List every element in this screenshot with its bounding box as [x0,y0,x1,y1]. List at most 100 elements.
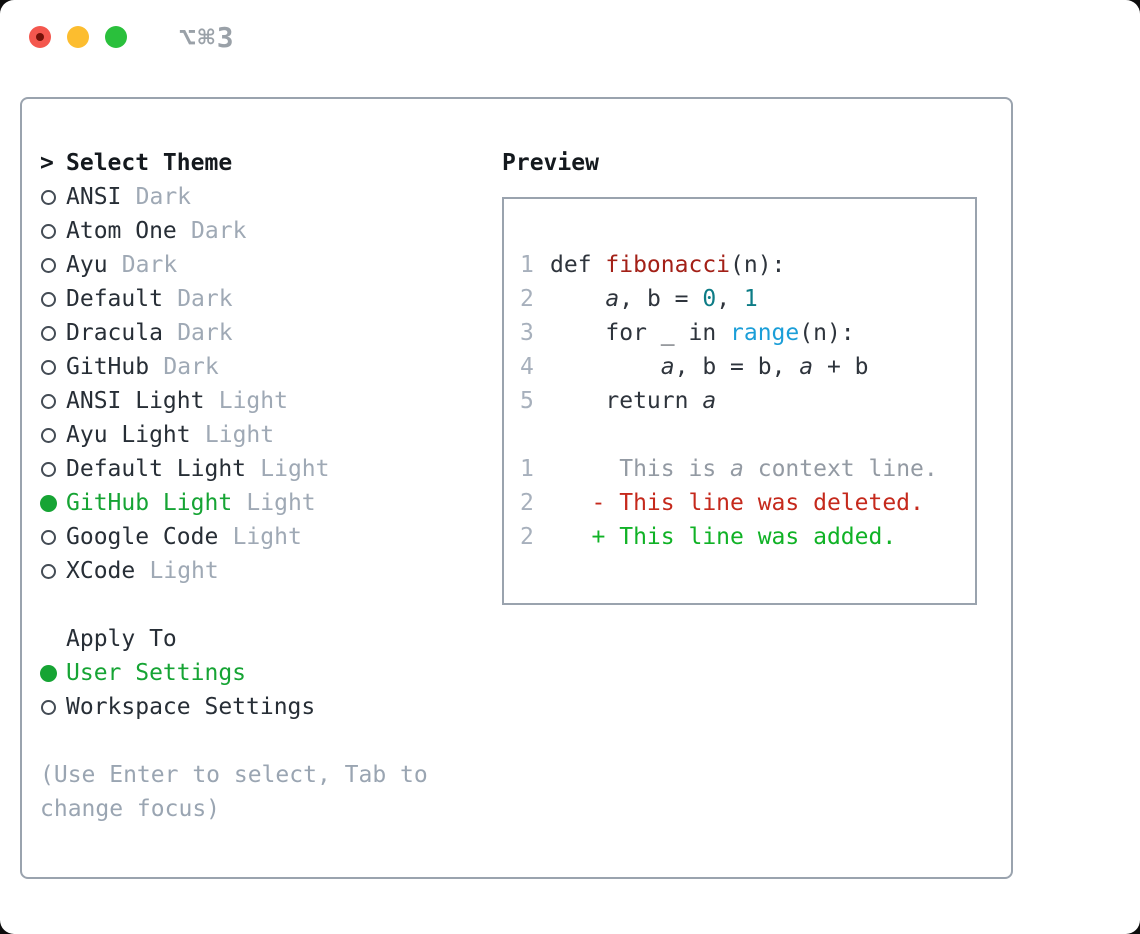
radio-icon [40,291,66,307]
code-segment: return [550,388,703,414]
theme-option[interactable]: Dracula Dark [40,316,502,350]
radio-icon [40,529,66,545]
theme-variant-label: Dark [191,218,247,244]
code-segment: for _ in [550,320,731,346]
theme-option[interactable]: Ayu Light Light [40,418,502,452]
code-segment: a [799,354,814,380]
radio-icon [40,699,66,715]
option-label: User Settings [66,660,247,686]
apply-target-option[interactable]: Workspace Settings [40,690,502,724]
line-number: 4 [520,354,534,380]
prompt-icon: > [40,150,54,176]
option-label: ANSI Light [66,388,205,414]
preview-line: 2 a, b = 0, 1 [520,282,975,316]
line-number: 2 [520,490,534,516]
line-number: 5 [520,388,534,414]
preview-line: 2 + This line was added. [520,520,975,554]
zoom-button[interactable] [105,26,127,48]
radio-icon [40,189,66,205]
option-label: Ayu Light [66,422,191,448]
code-segment: This is [550,456,731,482]
select-theme-heading-row: > Select Theme [40,146,502,180]
code-segment: (n): [799,320,855,346]
code-segment: def [550,252,606,278]
preview-line: 1 This is a context line. [520,452,975,486]
option-label: ANSI [66,184,122,210]
preview-line: 1 def fibonacci(n): [520,248,975,282]
select-theme-heading: Select Theme [66,150,233,176]
option-label: Default Light [66,456,247,482]
code-segment: , b = [619,286,703,312]
theme-variant-label: Dark [135,184,192,210]
selected-radio-icon [40,664,66,682]
radio-icon [40,427,66,443]
code-segment [550,286,605,312]
option-label: GitHub [66,354,150,380]
code-segment: (n): [730,252,786,278]
preview-heading-row: Preview [502,146,1011,180]
code-segment: - This line was deleted. [550,490,924,516]
minimize-button[interactable] [67,26,89,48]
line-number: 2 [520,286,534,312]
apply-target-option[interactable]: User Settings [40,656,502,690]
radio-icon [40,359,66,375]
option-label: Atom One [66,218,177,244]
theme-option[interactable]: XCode Light [40,554,502,588]
line-number: 1 [520,252,534,278]
radio-icon [40,223,66,239]
code-segment: fibonacci [605,252,731,278]
option-label: Workspace Settings [66,694,316,720]
code-segment: range [730,320,800,346]
radio-icon [40,563,66,579]
theme-option[interactable]: Atom One Dark [40,214,502,248]
line-number: 1 [520,456,534,482]
code-segment [550,354,661,380]
option-label: GitHub Light [66,490,233,516]
radio-icon [40,461,66,477]
apply-to-heading: Apply To [66,626,177,652]
preview-heading: Preview [502,150,599,176]
apply-to-heading-row: Apply To [40,622,502,656]
code-segment: + b [813,354,869,380]
keyboard-hint: (Use Enter to select, Tab to change focu… [40,762,428,822]
radio-icon [40,393,66,409]
radio-icon [40,257,66,273]
preview-line: 3 for _ in range(n): [520,316,975,350]
code-segment: a [660,354,675,380]
theme-variant-label: Light [149,558,219,584]
option-label: XCode [66,558,136,584]
close-button[interactable] [29,26,51,48]
theme-variant-label: Dark [177,286,233,312]
theme-variant-label: Light [232,524,302,550]
preview-line: 5 return a [520,384,975,418]
code-segment: 1 [743,286,758,312]
theme-option[interactable]: ANSI Dark [40,180,502,214]
theme-variant-label: Light [204,422,275,448]
theme-option[interactable]: Default Light Light [40,452,502,486]
code-segment: 0 [702,286,717,312]
line-number: 2 [520,524,534,550]
theme-variant-label: Dark [177,320,233,346]
code-segment: a [605,286,620,312]
option-label: Default [66,286,163,312]
theme-variant-label: Dark [121,252,178,278]
code-segment: + This line was added. [550,524,897,550]
theme-option[interactable]: Default Dark [40,282,502,316]
theme-variant-label: Light [260,456,330,482]
option-label: Dracula [66,320,163,346]
preview-line: 4 a, b = b, a + b [520,350,975,384]
keyboard-shortcut-label: ⌥⌘3 [179,20,236,54]
preview-line [520,418,975,452]
title-bar: ⌥⌘3 [0,0,1140,74]
